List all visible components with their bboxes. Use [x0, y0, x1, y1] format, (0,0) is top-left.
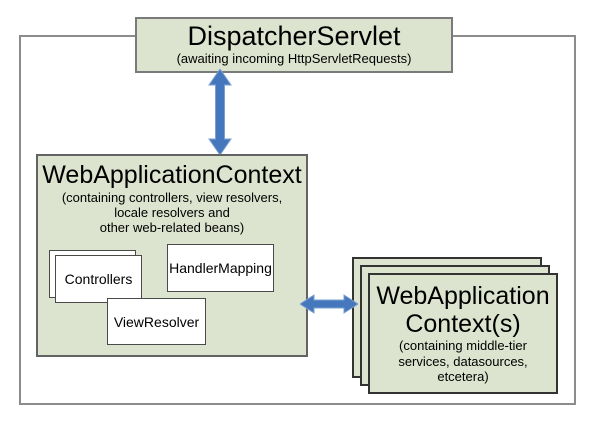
horizontal-double-arrow-icon: [300, 292, 358, 316]
middle-tier-context-stack: WebApplication Context(s) (containing mi…: [352, 257, 559, 395]
handler-mapping-box: HandlerMapping: [167, 244, 274, 292]
web-application-context-title: WebApplicationContext: [42, 161, 302, 189]
view-resolver-box: ViewResolver: [107, 298, 206, 345]
view-resolver-label: ViewResolver: [113, 313, 200, 330]
controllers-label: Controllers: [64, 271, 133, 287]
middle-tier-context-subtitle: (containing middle-tier services, dataso…: [398, 338, 528, 384]
controllers-box: Controllers: [55, 255, 142, 303]
dispatcher-servlet-subtitle: (awaiting incoming HttpServletRequests): [176, 51, 412, 66]
handler-mapping-label: HandlerMapping: [169, 260, 272, 276]
context-stack-box-front: WebApplication Context(s) (containing mi…: [368, 273, 558, 394]
dispatcher-servlet-title: DispatcherServlet: [187, 21, 401, 51]
web-application-context-subtitle: (containing controllers, view resolvers,…: [61, 190, 283, 235]
dispatcher-servlet-box: DispatcherServlet (awaiting incoming Htt…: [135, 17, 453, 73]
middle-tier-context-title: WebApplication Context(s): [376, 282, 550, 338]
vertical-double-arrow-icon: [198, 69, 242, 155]
web-application-context-box: WebApplicationContext (containing contro…: [36, 154, 308, 357]
